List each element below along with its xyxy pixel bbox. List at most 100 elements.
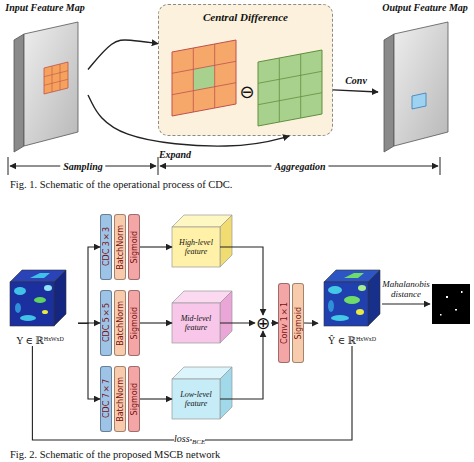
connector — [333, 90, 378, 92]
input-heatmap-cube — [15, 303, 21, 313]
input-slab — [14, 34, 24, 152]
detection-map — [461, 291, 463, 293]
high-level-cube — [172, 227, 220, 267]
input-slab — [14, 22, 78, 152]
connector — [220, 331, 263, 399]
high-level-cube — [220, 215, 232, 267]
expanded-center-grid — [279, 58, 280, 122]
expanded-center-grid — [258, 71, 322, 83]
sampled-grid — [214, 44, 215, 108]
output-heatmap-cube — [344, 296, 360, 304]
low-level-cube — [220, 367, 232, 419]
stage-bracket — [158, 157, 159, 175]
distance-label: Mahalanobis distance — [380, 280, 432, 300]
node-text: CDC 3×3 — [102, 227, 111, 266]
edge-label: Conv — [345, 75, 367, 86]
input-patch-grid — [52, 66, 53, 92]
node-text: Output Feature Map — [382, 2, 468, 13]
mid-level-cube — [172, 291, 232, 343]
mid-level-cube — [220, 291, 232, 343]
node-text: Sigmoid — [130, 307, 139, 339]
output-slab — [412, 93, 426, 109]
connector — [140, 398, 172, 399]
central-difference-fill — [158, 4, 333, 136]
subtract-symbol: ⊖ — [239, 81, 254, 102]
node-text: Low-level feature — [172, 390, 220, 408]
low-level-cube — [172, 379, 220, 419]
batchnorm-layer: BatchNorm — [114, 290, 126, 356]
output-heatmap-cube — [324, 270, 380, 326]
output-heatmap-cube — [344, 273, 364, 278]
node-text: Sigmoid — [294, 307, 303, 339]
mid-level-cube — [172, 303, 220, 343]
conv-layer: Conv 1×1 — [278, 283, 290, 363]
connector — [88, 95, 289, 146]
feature-cube: Mid-level feature — [172, 303, 220, 343]
output-heatmap-cube — [356, 309, 364, 315]
input-feature-map: Input Feature Map — [2, 2, 88, 152]
sampled-grid — [172, 40, 236, 116]
node-text: Sigmoid — [130, 231, 139, 263]
output-heatmap-cube — [328, 300, 334, 312]
sampled-grid — [172, 61, 236, 73]
input-patch-grid — [44, 62, 68, 94]
loss-label: loss — [174, 433, 190, 444]
output-slab — [394, 22, 448, 146]
connector — [140, 246, 172, 247]
cdc-layer: CDC 7×7 — [100, 366, 112, 432]
stage-label: Sampling — [60, 161, 105, 172]
connector — [140, 322, 172, 323]
cdc-layer: CDC 5×5 — [100, 290, 112, 356]
batchnorm-layer: BatchNorm — [114, 366, 126, 432]
output-slab — [384, 34, 394, 152]
node-text: High-level feature — [172, 238, 220, 256]
node-text: BatchNorm — [116, 377, 125, 422]
detection-map — [432, 284, 470, 324]
expanded-center-grid — [258, 93, 322, 105]
input-patch-grid — [44, 79, 68, 85]
loss-subscript: BCE — [192, 438, 205, 446]
input-patch-grid — [44, 71, 68, 77]
feature-cube: Low-level feature — [172, 379, 220, 419]
output-heatmap-cube — [331, 315, 349, 321]
sum-node: ⊕ — [255, 315, 271, 331]
output-heatmap-cube — [328, 286, 342, 294]
output-heatmap-cube — [358, 285, 366, 291]
sampled-grid — [172, 83, 236, 95]
expanded-center-grid — [300, 54, 301, 118]
sigmoid-layer: Sigmoid — [128, 366, 140, 432]
sigmoid-layer: Sigmoid — [292, 283, 304, 363]
input-patch-grid — [60, 64, 61, 90]
node-text: Y ∈ ℝᴴˣᵂˣᴰ — [16, 335, 64, 346]
sigmoid-layer: Sigmoid — [128, 290, 140, 356]
feature-cube: High-level feature — [172, 227, 220, 267]
input-heatmap-cube — [30, 273, 50, 278]
stage-bracket — [8, 157, 9, 175]
connector — [271, 322, 278, 323]
detection-map — [455, 309, 457, 311]
node-text: Sigmoid — [130, 383, 139, 415]
input-heatmap-cube — [44, 285, 52, 291]
node-text: Central Difference — [203, 11, 288, 23]
output-slab — [384, 22, 448, 152]
connector — [78, 323, 100, 399]
edge-label: Expand — [159, 149, 191, 160]
figure-caption: Fig. 2. Schematic of the proposed MSCB n… — [10, 449, 220, 460]
node-text: BatchNorm — [116, 301, 125, 346]
input-heatmap-cube — [10, 282, 54, 326]
input-heatmap-cube — [10, 270, 66, 326]
expanded-center-grid — [258, 50, 322, 126]
connector — [78, 322, 100, 323]
node-text: ⊕ — [256, 315, 270, 331]
node-text: Input Feature Map — [5, 2, 84, 13]
output-feature-map: Output Feature Map — [378, 2, 472, 152]
input-heatmap-cube — [34, 297, 46, 303]
input-cube: Y ∈ ℝᴴˣᵂˣᴰ — [2, 270, 78, 346]
sampled-grid — [172, 40, 236, 116]
node-text: Ŷ ∈ ℝᴴˣᵂˣᴰ — [328, 335, 376, 346]
output-heatmap-cube — [368, 270, 380, 326]
cdc-layer: CDC 3×3 — [100, 214, 112, 280]
distance-arrow — [382, 303, 430, 304]
input-slab — [24, 22, 78, 146]
